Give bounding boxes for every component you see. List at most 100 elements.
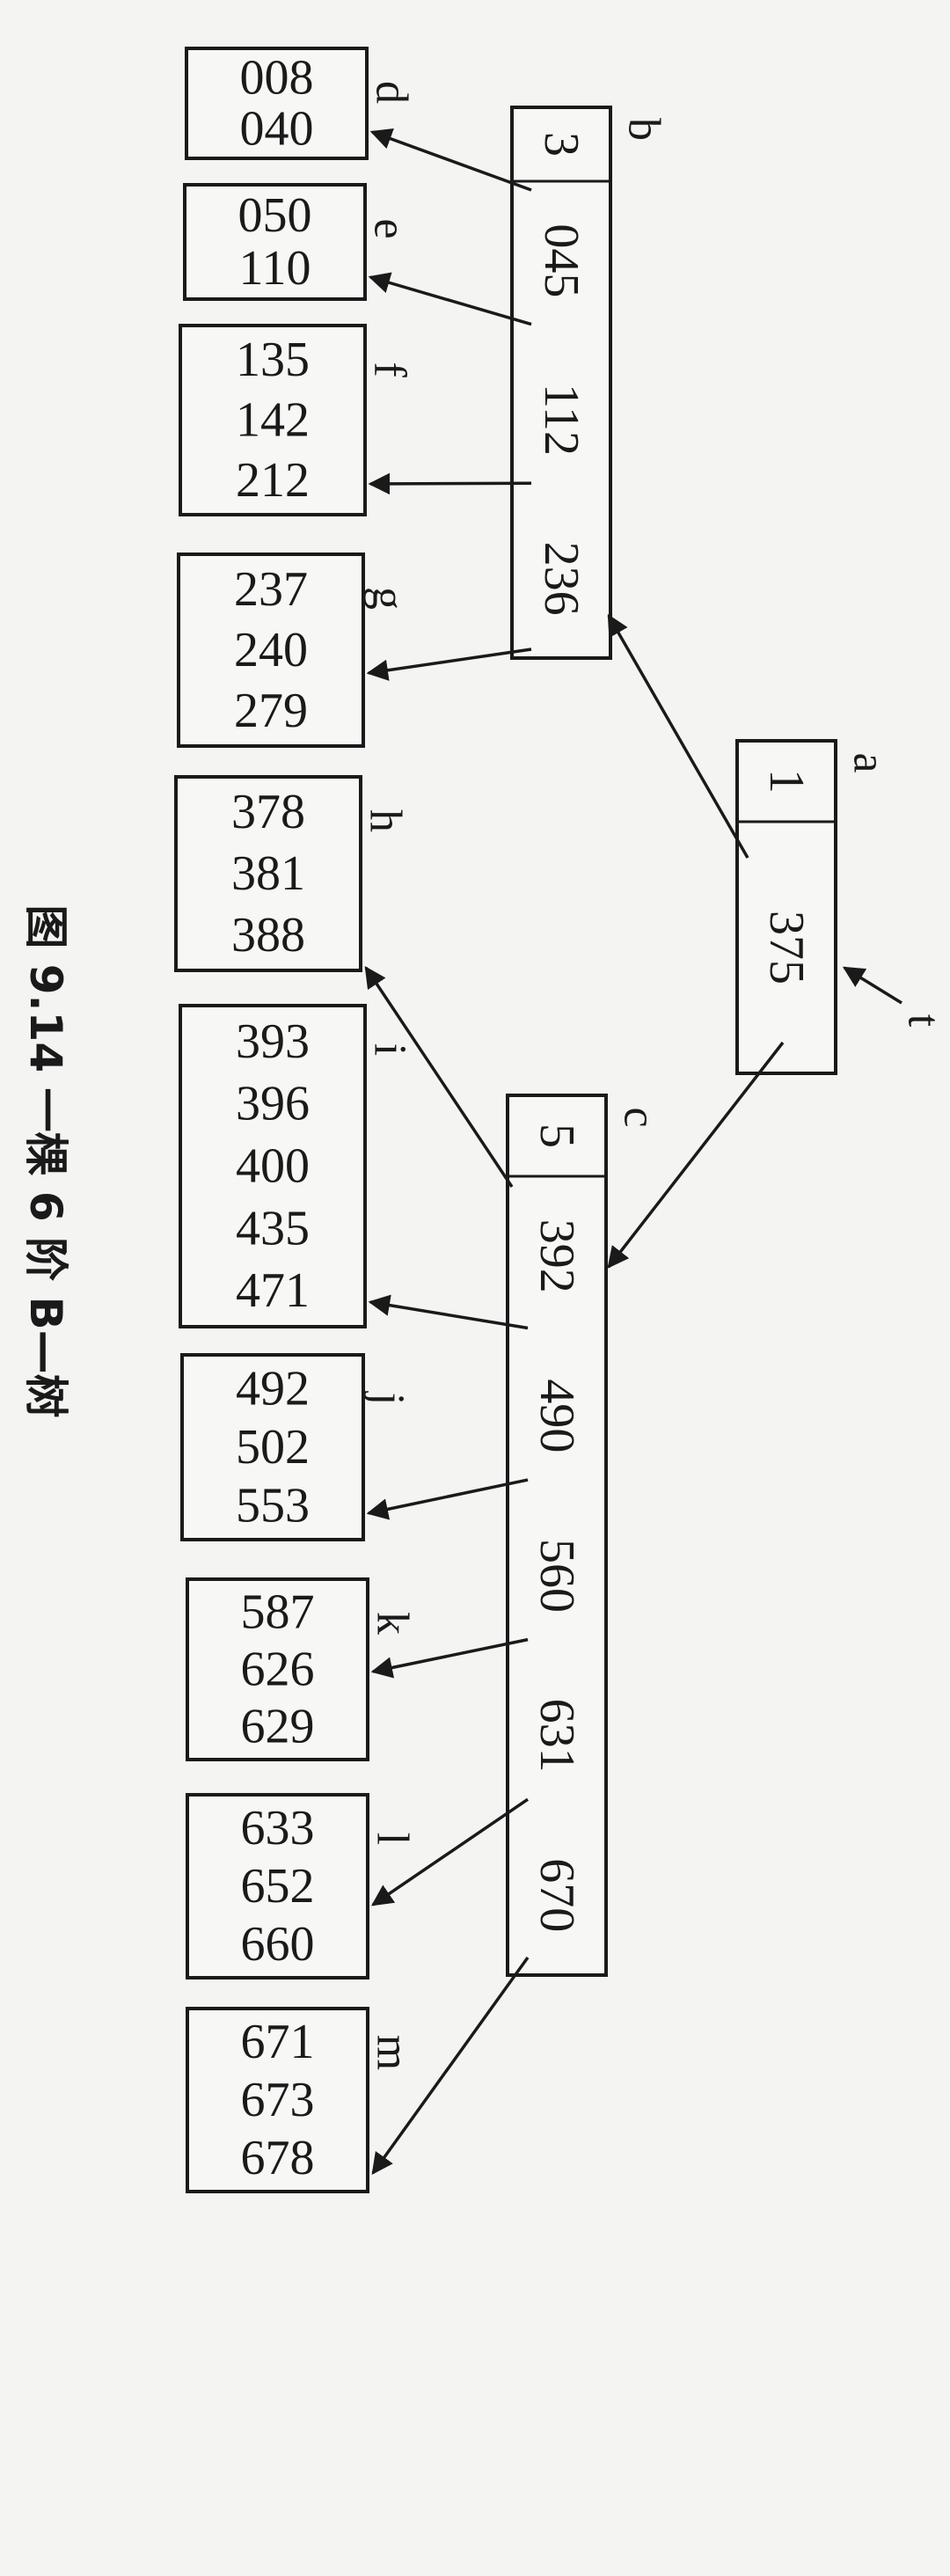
- leaf-key: 388: [231, 908, 305, 962]
- leaf-box-k: [186, 1577, 369, 1761]
- leaf-label-m: m: [368, 2035, 418, 2070]
- node-a-key: 375: [759, 911, 814, 984]
- leaf-key: 237: [234, 562, 308, 617]
- edge-layer: t: [364, 128, 949, 2175]
- leaf-key: 212: [236, 453, 310, 508]
- pointer-label-t: t: [899, 1014, 949, 1028]
- node-b-box: [510, 106, 612, 660]
- node-c-box: [506, 1094, 608, 1977]
- node-c-key: 392: [530, 1219, 584, 1293]
- node-c: 5 392 490 560 631 670 c: [506, 1094, 665, 1977]
- edge-c-i: [368, 1294, 529, 1330]
- leaf-label-f: f: [365, 362, 415, 377]
- edge-b-e: [368, 272, 532, 326]
- leaf-label-k: k: [368, 1612, 418, 1635]
- node-c-key: 670: [530, 1858, 584, 1932]
- node-b-count: 3: [534, 132, 588, 157]
- edge-c-h: [364, 965, 514, 1188]
- leaf-key: 279: [234, 684, 308, 738]
- leaf-key: 471: [236, 1263, 310, 1318]
- leaf-key: 553: [236, 1479, 310, 1533]
- leaf-box-g: [177, 553, 365, 748]
- leaf-box-h: [174, 775, 362, 972]
- leaf-label-d: d: [367, 81, 417, 104]
- leaf-box-i: [179, 1004, 367, 1328]
- caption-layer: 图 9.14 一棵 6 阶 B—树: [20, 904, 71, 1417]
- leaf-box-m: [186, 2007, 369, 2193]
- node-c-key: 490: [530, 1379, 584, 1453]
- leaf-key: 629: [241, 1700, 315, 1754]
- leaf-key: 671: [241, 2015, 315, 2069]
- leaf-key: 587: [241, 1584, 315, 1639]
- node-b-label: b: [619, 118, 669, 141]
- leaf-label-j: j: [363, 1391, 413, 1405]
- leaf-box-j: [180, 1353, 365, 1541]
- leaf-box-l: [186, 1793, 369, 1980]
- leaf-key: 502: [236, 1420, 310, 1475]
- node-c-key: 560: [530, 1539, 584, 1613]
- leaf-key: 626: [241, 1643, 315, 1697]
- node-a: 1 375 a: [735, 739, 895, 1075]
- leaf-key: 396: [236, 1077, 310, 1131]
- pointer-edge-t: [842, 966, 902, 1005]
- leaf-key: 381: [231, 846, 305, 901]
- leaf-key: 633: [241, 1801, 315, 1855]
- edge-c-k: [370, 1637, 529, 1679]
- edge-a-c: [607, 1041, 785, 1269]
- leaf-key: 008: [240, 50, 314, 105]
- node-b-key: 112: [534, 384, 588, 456]
- leaf-key: 492: [236, 1361, 310, 1416]
- leaf-box-f: [179, 324, 367, 516]
- leaf-box-e: [183, 183, 367, 301]
- node-a-label: a: [844, 752, 895, 772]
- leaf-label-g: g: [363, 587, 413, 610]
- edge-c-j: [366, 1478, 529, 1520]
- leaf-node-h: 378 381 388 h: [174, 775, 411, 972]
- leaf-node-g: 237 240 279 g: [177, 553, 413, 748]
- leaf-key: 135: [236, 333, 310, 387]
- leaf-key: 110: [239, 241, 311, 296]
- leaf-key: 040: [240, 102, 314, 157]
- figure-caption: 图 9.14 一棵 6 阶 B—树: [20, 904, 71, 1417]
- node-a-box: [735, 739, 837, 1075]
- leaf-key: 435: [236, 1201, 310, 1255]
- leaf-key: 240: [234, 623, 308, 677]
- leaf-label-l: l: [368, 1833, 418, 1845]
- node-c-key: 631: [530, 1699, 584, 1773]
- leaf-key: 652: [241, 1859, 315, 1914]
- node-b-key: 236: [534, 542, 588, 616]
- node-b-key: 045: [534, 223, 588, 297]
- edge-c-m: [371, 1956, 530, 2175]
- node-c-count: 5: [530, 1123, 584, 1148]
- leaf-key: 378: [231, 785, 305, 839]
- leaf-label-h: h: [361, 809, 411, 832]
- edge-b-g: [366, 648, 532, 681]
- node-b: 3 045 112 236 b: [510, 106, 669, 660]
- leaf-key: 673: [241, 2073, 315, 2127]
- leaf-key: 400: [236, 1139, 310, 1194]
- leaf-label-e: e: [365, 218, 415, 238]
- leaf-key: 050: [238, 188, 312, 243]
- node-c-label: c: [615, 1107, 665, 1127]
- edge-b-f: [368, 472, 532, 495]
- leaf-key: 142: [236, 393, 310, 448]
- edge-a-b: [607, 613, 749, 859]
- edge-b-d: [369, 128, 532, 192]
- leaf-box-d: [185, 47, 369, 160]
- internal-node-layer: 1 375 a 3 045 112 236 b 5 392 490 560 631 670 c: [506, 106, 895, 1977]
- node-a-count: 1: [759, 769, 814, 794]
- leaf-key: 393: [236, 1014, 310, 1069]
- edge-c-l: [370, 1797, 529, 1906]
- leaf-key: 660: [241, 1917, 315, 1972]
